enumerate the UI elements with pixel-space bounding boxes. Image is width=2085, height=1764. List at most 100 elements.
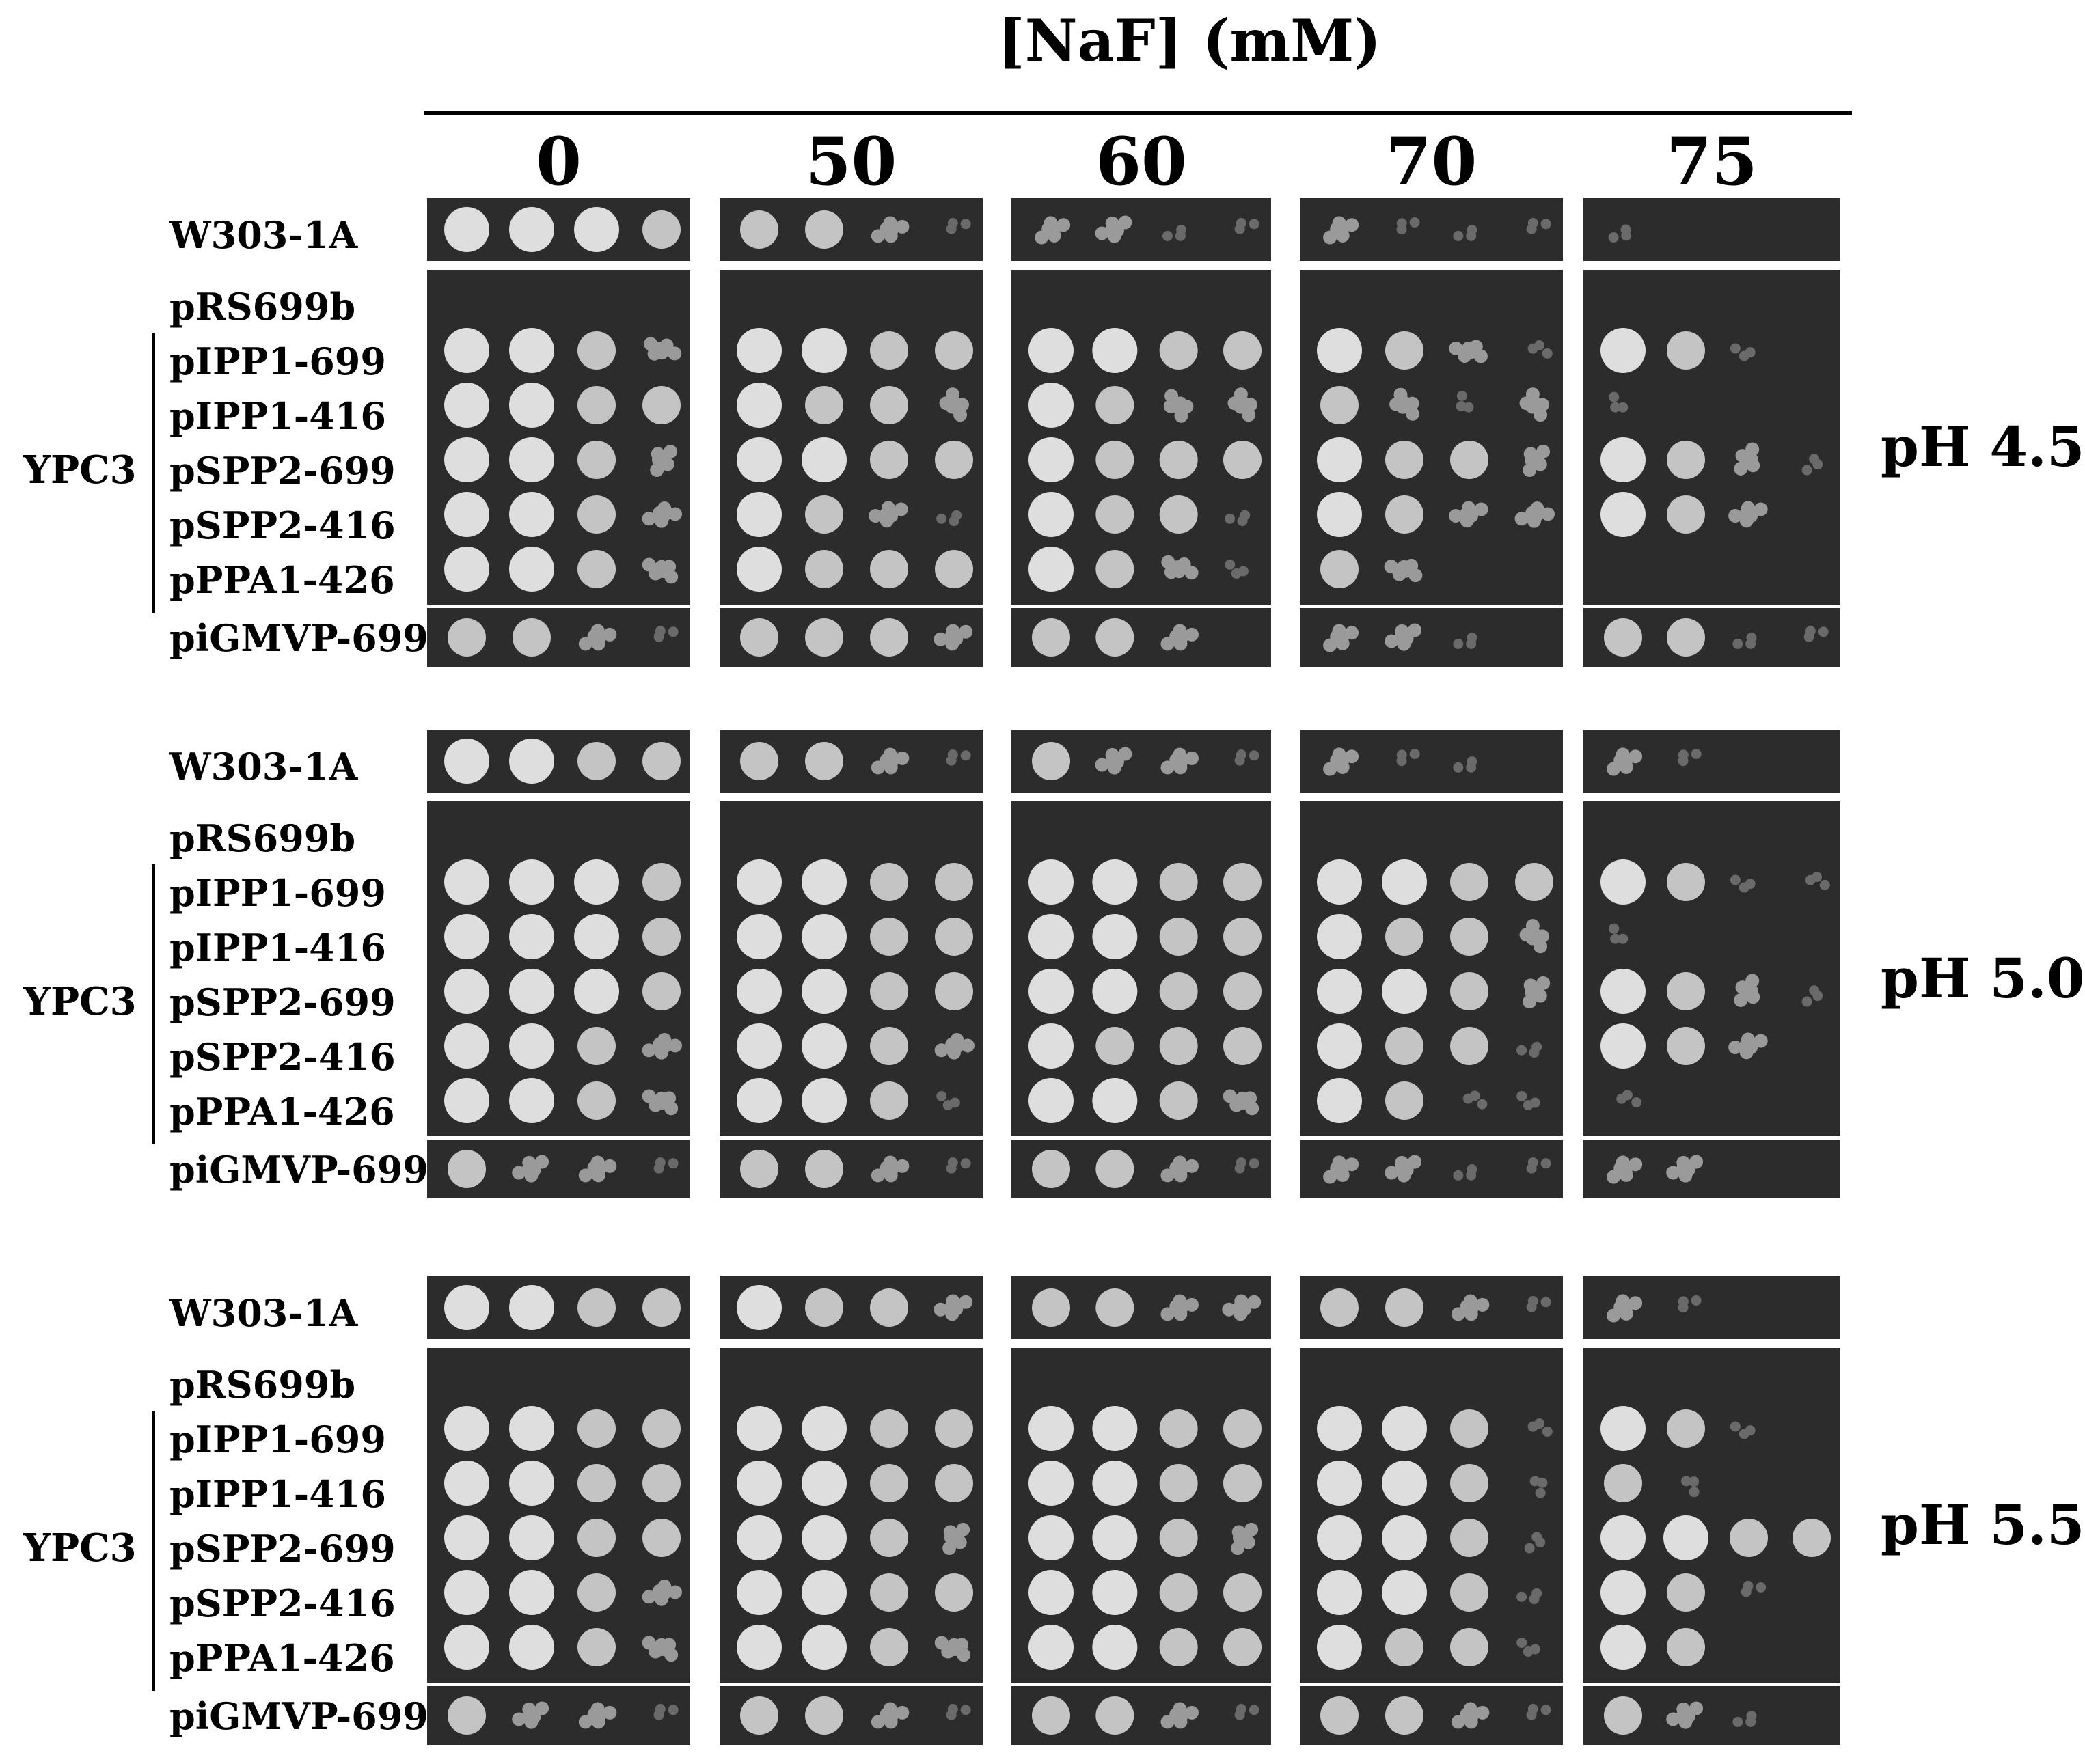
growth-spot <box>1600 492 1646 537</box>
colony <box>1385 1166 1399 1180</box>
colony <box>1534 340 1545 351</box>
colony <box>1184 1705 1199 1720</box>
plate-spots <box>740 742 971 780</box>
growth-spot <box>1730 1519 1768 1557</box>
growth-spot <box>805 1696 843 1735</box>
growth-spot <box>1159 1519 1198 1557</box>
plate-ypc3 <box>720 270 983 605</box>
growth-spot <box>935 441 973 479</box>
growth-spot <box>802 969 847 1014</box>
colony <box>1409 749 1420 760</box>
colony <box>1345 626 1359 640</box>
colony <box>1739 514 1754 528</box>
growth-spot <box>509 1570 554 1615</box>
colony <box>1818 626 1829 637</box>
colony <box>668 1585 682 1599</box>
colony <box>590 1155 605 1170</box>
strain-label-pigmvp-699: piGMVP-699 <box>169 1694 428 1738</box>
colony <box>947 1703 958 1714</box>
colony <box>1456 390 1467 401</box>
growth-spot <box>1028 492 1074 537</box>
growth-spot <box>802 1570 847 1615</box>
growth-spot <box>642 1464 681 1502</box>
growth-spot <box>642 386 681 424</box>
growth-spot <box>935 550 973 588</box>
growth-spot <box>935 918 973 956</box>
axis-rule <box>424 111 1852 115</box>
plate-spots <box>1320 1696 1551 1735</box>
growth-spot <box>1092 1515 1138 1560</box>
colony <box>934 1636 949 1650</box>
growth-spot <box>1667 1027 1705 1065</box>
plate-ypc3 <box>1011 270 1271 605</box>
colony <box>1107 760 1121 775</box>
colony <box>1540 219 1551 230</box>
colony <box>1249 1158 1259 1169</box>
growth-spot <box>1600 969 1646 1014</box>
colony <box>1691 749 1702 760</box>
growth-spot <box>737 859 782 905</box>
growth-spot <box>577 331 616 370</box>
ph-label: pH 5.0 <box>1881 946 2085 1010</box>
colony <box>642 1636 656 1650</box>
colony <box>1542 1426 1553 1437</box>
growth-spot <box>935 1573 973 1612</box>
growth-spot <box>1385 1696 1423 1735</box>
growth-spot <box>870 1464 908 1502</box>
colony <box>1247 1295 1262 1309</box>
growth-spot <box>444 1570 489 1615</box>
colony <box>1666 1166 1680 1180</box>
growth-spot <box>444 207 489 252</box>
colony <box>1449 508 1463 523</box>
plate-spots <box>448 1696 679 1735</box>
growth-spot <box>1385 1027 1423 1065</box>
colony <box>1184 1159 1199 1173</box>
colony <box>1463 1702 1477 1716</box>
colony <box>1044 216 1058 230</box>
colony <box>1237 516 1248 527</box>
growth-spot <box>1385 1628 1423 1666</box>
growth-spot <box>935 972 973 1010</box>
colony <box>1743 1580 1754 1591</box>
growth-spot <box>1159 1027 1198 1065</box>
colony <box>1540 1158 1551 1169</box>
growth-spot <box>1028 969 1074 1014</box>
growth-spot <box>1667 863 1705 901</box>
colony <box>960 1158 971 1169</box>
growth-spot <box>1092 914 1138 959</box>
plate-spots <box>1032 618 1199 657</box>
colony <box>1453 638 1464 649</box>
colony <box>603 627 617 642</box>
plate-spots <box>444 1406 682 1670</box>
plate-spots <box>1607 1294 1702 1323</box>
growth-spot <box>1667 1628 1705 1666</box>
growth-spot <box>1159 495 1198 534</box>
growth-spot <box>1028 859 1074 905</box>
colony <box>959 1295 973 1309</box>
colony <box>1530 501 1544 516</box>
growth-spot <box>509 1023 554 1069</box>
colony <box>1734 461 1748 476</box>
plate-spots <box>1323 747 1477 776</box>
colony <box>1236 749 1246 760</box>
colony <box>1535 1537 1546 1548</box>
colony <box>668 1705 679 1715</box>
plate-wildtype <box>1300 730 1563 793</box>
colony <box>1819 879 1830 890</box>
plate-pigmvp <box>1583 1686 1840 1745</box>
growth-spot <box>1028 1406 1074 1451</box>
growth-spot <box>1032 1288 1070 1327</box>
colony <box>943 1525 957 1539</box>
colony <box>947 217 958 228</box>
colony <box>1689 1476 1700 1487</box>
colony <box>1608 232 1619 243</box>
colony <box>1525 387 1540 402</box>
growth-spot <box>1600 1570 1646 1615</box>
growth-spot <box>870 1081 908 1120</box>
growth-spot <box>448 1150 486 1188</box>
colony <box>895 1159 910 1173</box>
growth-spot <box>577 742 616 780</box>
growth-spot <box>1092 328 1138 373</box>
plate-pigmvp <box>720 1686 983 1745</box>
growth-spot <box>1385 1081 1423 1120</box>
